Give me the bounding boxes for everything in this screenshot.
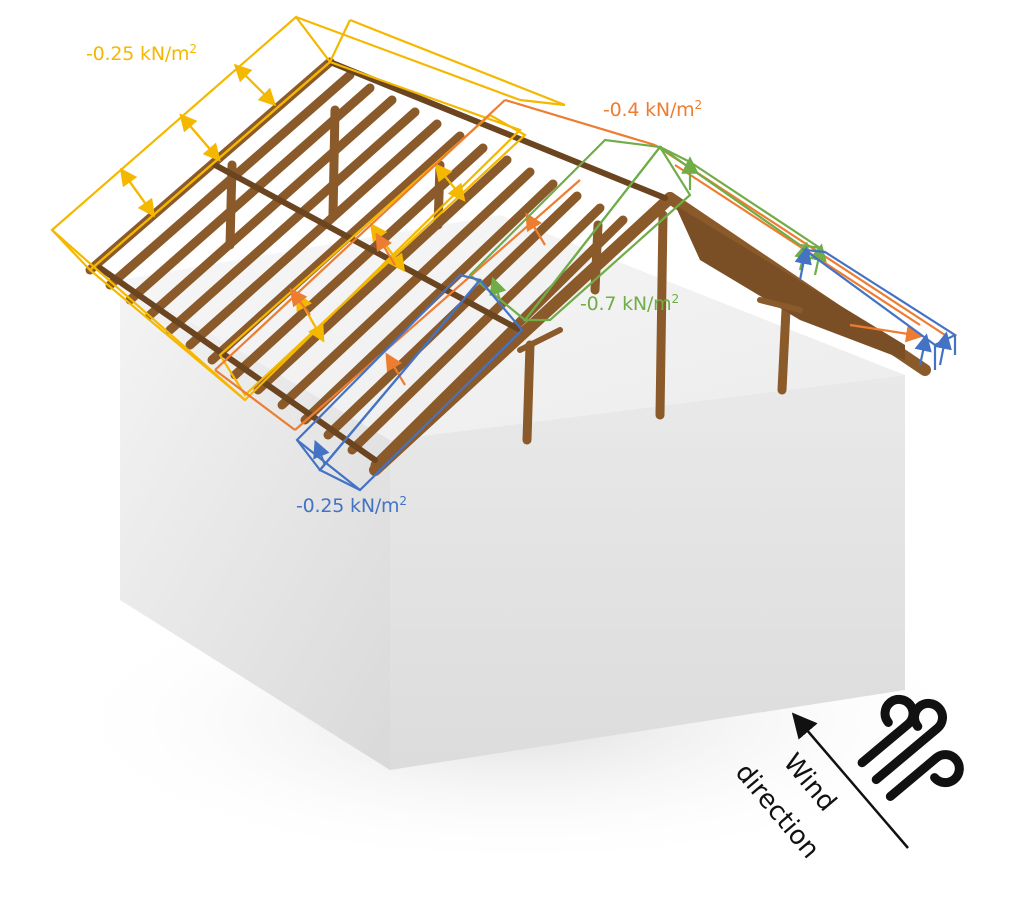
wind-icon	[857, 694, 964, 801]
gable-rafters	[369, 192, 931, 476]
load-label-blue: -0.25 kN/m2	[296, 494, 407, 517]
load-zone-green	[468, 138, 827, 322]
load-zone-blue	[295, 246, 958, 492]
roof-purlins	[97, 59, 668, 463]
load-label-green: -0.7 kN/m2	[580, 292, 679, 315]
wind-direction-arrow	[791, 712, 909, 849]
load-label-orange: -0.4 kN/m2	[603, 98, 702, 121]
load-label-yellow: -0.25 kN/m2	[86, 42, 197, 65]
